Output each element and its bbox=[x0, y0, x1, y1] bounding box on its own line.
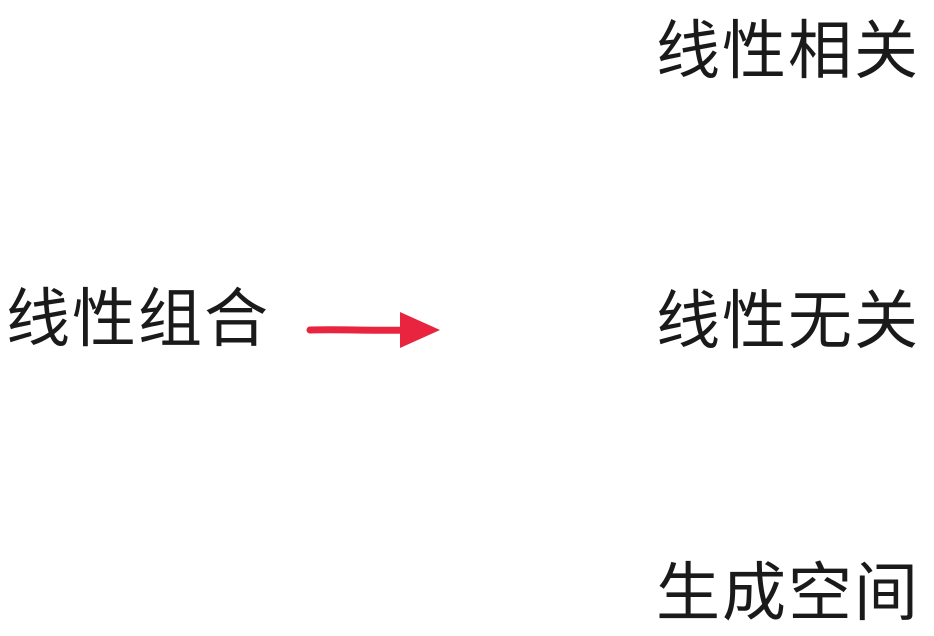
arrow-shaft bbox=[306, 326, 416, 334]
arrow-icon bbox=[306, 312, 440, 348]
target-term-linear-independence: 线性无关 bbox=[656, 285, 920, 359]
target-term-span: 生成空间 bbox=[656, 557, 920, 631]
source-term-linear-combination: 线性组合 bbox=[6, 283, 270, 357]
arrow-head bbox=[400, 312, 440, 348]
target-term-linear-dependence: 线性相关 bbox=[656, 15, 920, 89]
